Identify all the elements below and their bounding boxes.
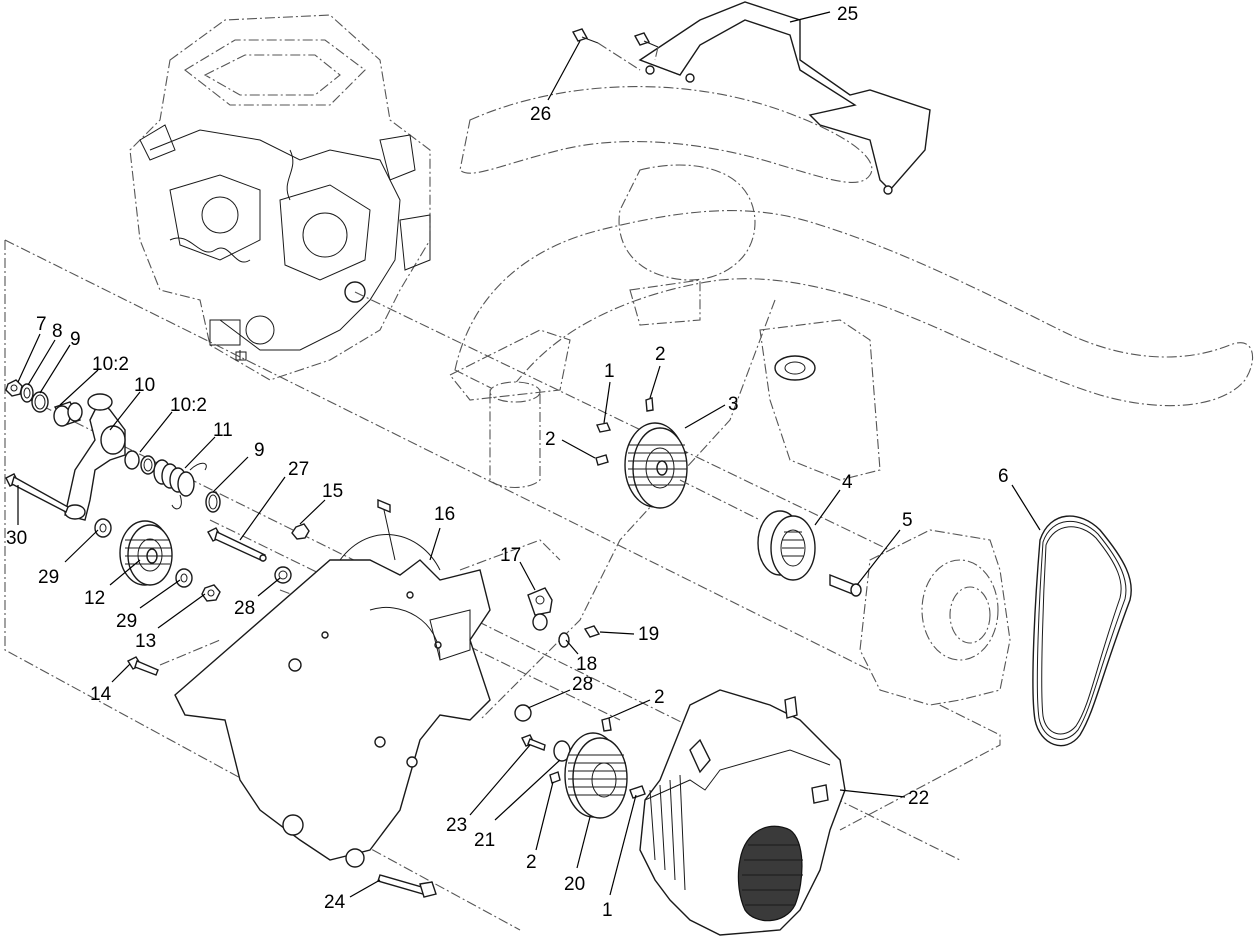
callout-5: 5 xyxy=(902,510,913,531)
spacer-part-28b xyxy=(514,704,532,722)
callout-13: 13 xyxy=(135,631,156,652)
key-part-1a xyxy=(596,422,611,433)
engine-assembly xyxy=(129,14,431,381)
setscrew-part-2a xyxy=(645,397,654,412)
callout-2a: 2 xyxy=(655,344,666,365)
bolt-part-23 xyxy=(521,734,546,751)
bushing-part-10-2b xyxy=(124,450,156,475)
callout-16: 16 xyxy=(434,504,455,525)
bushing-part-10-2 xyxy=(53,401,83,427)
bolt-part-19 xyxy=(583,625,601,638)
hub-part-4 xyxy=(757,510,816,581)
bolt-part-14 xyxy=(126,656,159,676)
callout-8: 8 xyxy=(52,321,63,342)
callout-1a: 1 xyxy=(604,361,615,382)
washer-part-29a xyxy=(94,518,112,538)
frame-tube xyxy=(449,86,1253,489)
callout-14: 14 xyxy=(90,684,112,705)
setscrew-part-2b xyxy=(595,454,609,466)
spring-part-11 xyxy=(153,459,207,510)
callout-2c: 2 xyxy=(654,687,665,708)
bolt-part-27 xyxy=(207,527,267,562)
nut-part-13 xyxy=(201,584,221,602)
bolt-part-26 xyxy=(571,28,659,71)
callout-29a: 29 xyxy=(38,567,59,588)
callout-1b: 1 xyxy=(602,900,613,921)
ring-part-9 xyxy=(31,391,49,413)
clip-part-18 xyxy=(558,632,570,648)
callout-10-2b: 10:2 xyxy=(170,395,207,416)
callout-21: 21 xyxy=(474,830,495,851)
belt-part-6 xyxy=(1032,515,1132,747)
leader-lines xyxy=(17,11,1041,898)
callout-9b: 9 xyxy=(254,440,265,461)
callout-28a: 28 xyxy=(234,598,255,619)
callout-9a: 9 xyxy=(70,329,81,350)
callout-12: 12 xyxy=(84,588,105,609)
key-part-1b xyxy=(629,785,646,799)
nut-part-7 xyxy=(5,379,23,397)
bolt-part-24 xyxy=(377,874,437,898)
callout-23: 23 xyxy=(446,815,467,836)
setscrew-part-2d xyxy=(549,771,561,784)
callout-4: 4 xyxy=(842,472,853,493)
blower-housing-part-22 xyxy=(639,689,846,936)
callout-labels: 25 26 7 8 9 10:2 10 10:2 11 9 27 15 16 3… xyxy=(6,4,1009,921)
callout-24: 24 xyxy=(324,892,346,913)
callout-25: 25 xyxy=(837,4,858,25)
callout-7: 7 xyxy=(36,314,47,335)
callout-2d: 2 xyxy=(526,852,537,873)
callout-30: 30 xyxy=(6,528,27,549)
lower-pulley-part-20 xyxy=(564,732,628,819)
washer-part-8 xyxy=(20,383,34,403)
ring-part-9b xyxy=(205,491,221,513)
idler-pulley-part-12 xyxy=(119,520,173,586)
setscrew-part-2c xyxy=(601,717,612,732)
callout-27: 27 xyxy=(288,459,309,480)
washer-part-29b xyxy=(175,568,193,588)
bracket-part-25 xyxy=(638,1,931,195)
callout-26: 26 xyxy=(530,104,551,125)
callout-18: 18 xyxy=(576,654,597,675)
clamp-part-17 xyxy=(527,587,553,631)
callout-3: 3 xyxy=(728,394,739,415)
callout-17: 17 xyxy=(500,545,521,566)
bolt-part-30 xyxy=(5,473,69,513)
callout-11: 11 xyxy=(213,420,233,441)
nut-part-15 xyxy=(291,523,310,540)
mount-plate-part-16 xyxy=(174,498,491,868)
callout-19: 19 xyxy=(638,624,659,645)
adapter-plate xyxy=(859,529,1011,706)
callout-10-2a: 10:2 xyxy=(92,354,129,375)
callout-15: 15 xyxy=(322,481,343,502)
callout-2b: 2 xyxy=(545,429,556,450)
callout-29b: 29 xyxy=(116,611,137,632)
callout-22: 22 xyxy=(908,788,929,809)
drive-pulley-part-3 xyxy=(624,422,688,509)
callout-10: 10 xyxy=(134,375,155,396)
callout-28b: 28 xyxy=(572,674,593,695)
callout-20: 20 xyxy=(564,874,585,895)
bolt-part-5 xyxy=(829,573,862,597)
callout-6: 6 xyxy=(998,466,1009,487)
